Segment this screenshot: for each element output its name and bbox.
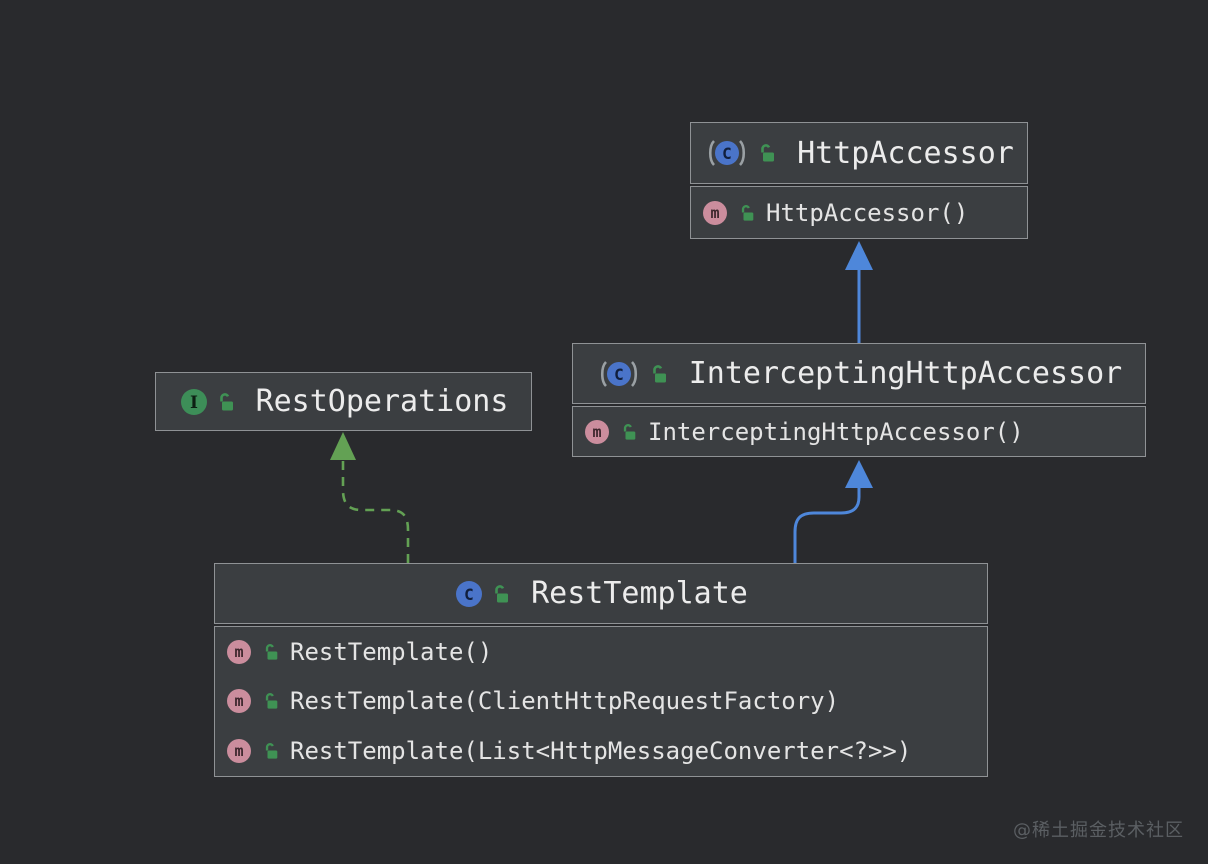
member-row[interactable]: m InterceptingHttpAccessor() — [573, 407, 1145, 456]
public-lock-icon — [265, 643, 278, 660]
svg-text:C: C — [722, 144, 732, 163]
abstract-class-icon: C — [600, 360, 637, 387]
svg-text:m: m — [234, 692, 243, 710]
class-header-restoperations[interactable]: I RestOperations — [155, 372, 532, 431]
public-lock-icon — [265, 742, 278, 759]
extends-arrowhead-icon — [845, 460, 873, 488]
member-row[interactable]: m RestTemplate(ClientHttpRequestFactory) — [215, 676, 987, 725]
svg-text:m: m — [234, 742, 243, 760]
class-icon: C — [456, 580, 483, 607]
member-label: RestTemplate(List<HttpMessageConverter<?… — [290, 736, 912, 765]
method-icon: m — [227, 738, 251, 763]
method-icon: m — [703, 200, 727, 225]
method-icon: m — [227, 688, 251, 713]
class-box-resttemplate[interactable]: C RestTemplate m RestTemplate() — [214, 563, 988, 777]
member-row[interactable]: m HttpAccessor() — [691, 187, 1027, 238]
extends-edge-interceptinghttpaccessor-httpaccessor[interactable] — [845, 241, 873, 343]
svg-text:m: m — [710, 204, 719, 222]
svg-text:m: m — [234, 643, 243, 661]
member-label: InterceptingHttpAccessor() — [648, 417, 1024, 446]
svg-text:C: C — [614, 365, 624, 384]
method-icon: m — [585, 419, 609, 444]
member-label: RestTemplate(ClientHttpRequestFactory) — [290, 686, 840, 715]
public-lock-icon — [265, 692, 278, 709]
public-lock-icon — [495, 584, 509, 602]
svg-text:I: I — [190, 393, 198, 413]
interface-icon: I — [180, 388, 207, 415]
class-box-interceptinghttpaccessor[interactable]: C InterceptingHttpAccessor m Interceptin… — [572, 343, 1146, 457]
class-header-interceptinghttpaccessor[interactable]: C InterceptingHttpAccessor — [572, 343, 1146, 404]
member-row[interactable]: m RestTemplate() — [215, 627, 987, 676]
member-label: RestTemplate() — [290, 637, 493, 666]
abstract-class-icon: C — [709, 140, 746, 166]
public-lock-icon — [741, 204, 754, 221]
public-lock-icon — [761, 144, 775, 162]
svg-text:C: C — [464, 585, 474, 604]
class-name: HttpAccessor — [797, 135, 1014, 171]
public-lock-icon — [652, 364, 666, 382]
public-lock-icon — [219, 392, 233, 410]
class-header-httpaccessor[interactable]: C HttpAccessor — [690, 122, 1028, 184]
class-box-restoperations[interactable]: I RestOperations — [155, 372, 532, 431]
method-icon: m — [227, 639, 251, 664]
watermark: @稀土掘金技术社区 — [1013, 820, 1184, 841]
members-interceptinghttpaccessor: m InterceptingHttpAccessor() — [572, 406, 1146, 457]
extends-arrowhead-icon — [845, 241, 873, 270]
members-httpaccessor: m HttpAccessor() — [690, 186, 1028, 239]
class-name: RestTemplate — [531, 576, 748, 611]
member-label: HttpAccessor() — [766, 198, 969, 227]
extends-edge-resttemplate-interceptinghttpaccessor[interactable] — [793, 460, 873, 563]
class-box-httpaccessor[interactable]: C HttpAccessor m HttpAccessor() — [690, 122, 1028, 239]
implements-edge-resttemplate-restoperations[interactable] — [330, 432, 410, 563]
class-name: RestOperations — [255, 384, 509, 419]
class-name: InterceptingHttpAccessor — [688, 356, 1123, 391]
svg-text:m: m — [592, 423, 601, 441]
class-header-resttemplate[interactable]: C RestTemplate — [214, 563, 988, 624]
implements-arrowhead-icon — [330, 432, 356, 460]
public-lock-icon — [623, 423, 636, 440]
members-resttemplate: m RestTemplate() m RestTemplate(ClientHt… — [214, 626, 988, 777]
member-row[interactable]: m RestTemplate(List<HttpMessageConverter… — [215, 725, 987, 776]
